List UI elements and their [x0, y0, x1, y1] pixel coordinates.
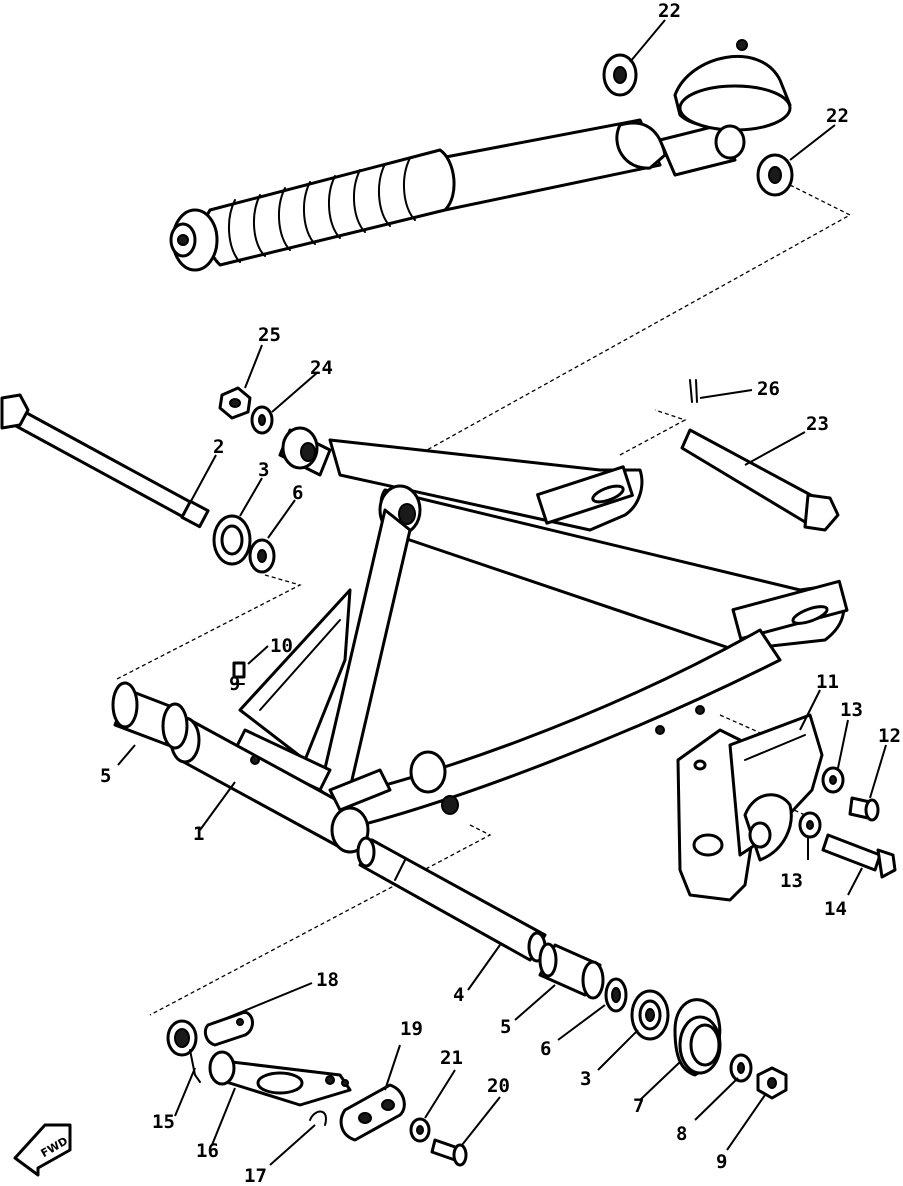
pivot-shaft: [0, 393, 210, 529]
bearing-3-left: [212, 514, 252, 566]
bolt-20: [430, 1138, 468, 1167]
washer-21: [409, 1117, 431, 1143]
callout-22-top: 22: [658, 0, 681, 22]
inner-shaft-4: [356, 836, 547, 963]
chain-guard-bracket-11: [676, 713, 824, 902]
callout-8: 8: [676, 1123, 687, 1145]
callout-5-right: 5: [500, 1016, 511, 1038]
callout-17: 17: [244, 1165, 267, 1186]
rear-shock-absorber: [169, 39, 792, 272]
nut-25: [218, 386, 252, 420]
callout-11: 11: [816, 671, 839, 693]
washer-6-left: [248, 538, 276, 574]
callout-13-upper: 13: [840, 699, 863, 721]
cotter-pin-26: [689, 379, 698, 403]
dust-cap-7: [673, 998, 722, 1077]
callout-14: 14: [824, 898, 847, 920]
callout-19: 19: [400, 1018, 423, 1040]
callout-15: 15: [152, 1111, 175, 1133]
plate-18: [203, 1010, 254, 1047]
callout-6-left: 6: [292, 482, 303, 504]
spring-15: [166, 1019, 201, 1083]
grease-fitting-10: [232, 661, 246, 685]
leader-lines: [117, 19, 887, 1166]
washer-22-lower: [756, 153, 794, 197]
callout-7: 7: [633, 1095, 644, 1117]
callout-18: 18: [316, 969, 339, 991]
swing-arm-frame: [169, 426, 849, 854]
callout-3-left: 3: [258, 459, 269, 481]
callout-9-right: 9: [716, 1151, 727, 1173]
cushion-19: [339, 1083, 406, 1142]
callout-25: 25: [258, 324, 281, 346]
callout-16: 16: [196, 1140, 219, 1162]
clip-17: [309, 1110, 327, 1126]
pivot-bolt-23: [680, 428, 840, 532]
callout-1: 1: [193, 823, 204, 845]
callout-26: 26: [757, 378, 780, 400]
brake-arm-16: [208, 1050, 352, 1107]
nut-9-right: [756, 1066, 788, 1100]
washer-8: [729, 1053, 753, 1083]
collar-5-left: [111, 681, 189, 750]
washer-13-lower: [798, 811, 822, 839]
fwd-arrow: FWD: [13, 1123, 72, 1177]
callout-22-right: 22: [826, 105, 849, 127]
callout-10: 10: [270, 635, 293, 657]
callout-5-left: 5: [100, 765, 111, 787]
bolt-12: [848, 796, 880, 822]
collar-5-right: [538, 942, 605, 1000]
callout-12: 12: [878, 725, 901, 747]
bearing-3-right: [630, 989, 670, 1041]
callout-6-right: 6: [540, 1038, 551, 1060]
callout-9-left: 9: [229, 673, 240, 695]
callout-labels: 22 22 25 24 26 23 2 3 6 10 9 5 1 11 13 1…: [100, 0, 901, 1186]
callout-2: 2: [213, 436, 224, 458]
washer-22-upper: [602, 53, 638, 97]
callout-4: 4: [453, 984, 464, 1006]
bolt-14: [821, 833, 897, 879]
callout-20: 20: [487, 1075, 510, 1097]
washer-6-right: [604, 977, 628, 1013]
washer-13-upper: [821, 766, 845, 794]
callout-24: 24: [310, 357, 333, 379]
callout-3-right: 3: [580, 1068, 591, 1090]
callout-21: 21: [440, 1047, 463, 1069]
callout-23: 23: [806, 413, 829, 435]
washer-24: [250, 405, 274, 435]
callout-13-lower: 13: [780, 870, 803, 892]
